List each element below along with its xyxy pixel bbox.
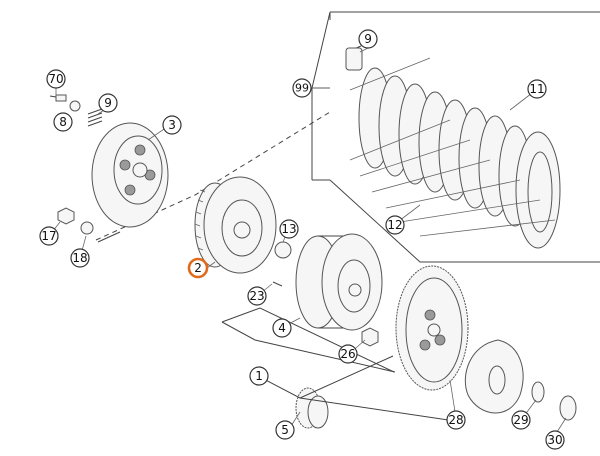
svg-text:13: 13	[281, 222, 296, 236]
callout-1: 1	[249, 366, 269, 386]
svg-text:99: 99	[295, 82, 309, 95]
spacer-and-bushing	[531, 381, 577, 421]
svg-text:18: 18	[72, 251, 87, 265]
svg-text:12: 12	[387, 218, 402, 232]
kickstart-gear	[295, 387, 329, 429]
callout-2[interactable]: 2	[187, 257, 209, 279]
svg-text:29: 29	[513, 413, 528, 427]
svg-text:28: 28	[448, 413, 463, 427]
callout-17: 17	[39, 226, 59, 246]
outer-clutch-basket	[295, 233, 383, 331]
callout-18: 18	[70, 248, 90, 268]
callout-13: 13	[279, 219, 299, 239]
screw-23	[272, 281, 283, 287]
svg-text:70: 70	[48, 72, 63, 86]
clutch-spring-top	[345, 45, 363, 71]
primary-gear	[395, 265, 469, 391]
callout-99: 99	[292, 78, 312, 98]
svg-text:17: 17	[41, 229, 56, 243]
screw-and-spring	[49, 94, 103, 127]
callout-70: 70	[46, 69, 66, 89]
callout-28: 28	[446, 410, 466, 430]
callout-30: 30	[545, 430, 565, 450]
callout-4: 4	[272, 318, 292, 338]
svg-text:1: 1	[255, 369, 263, 383]
svg-text:2: 2	[194, 261, 202, 275]
svg-text:9: 9	[364, 32, 372, 46]
svg-text:9: 9	[104, 96, 112, 110]
plate-kit-box	[311, 11, 600, 263]
svg-text:4: 4	[278, 321, 286, 335]
callout-3: 3	[162, 115, 182, 135]
nut-washer	[57, 207, 94, 235]
callout-26: 26	[338, 344, 358, 364]
thrust-washer	[274, 241, 292, 259]
callout-29: 29	[511, 410, 531, 430]
inner-clutch-hub	[194, 176, 277, 274]
svg-text:8: 8	[59, 115, 67, 129]
callout-12: 12	[385, 215, 405, 235]
callout-8: 8	[53, 112, 73, 132]
pressure-plate	[91, 122, 169, 228]
callout-9b: 9	[98, 93, 118, 113]
clutch-plates-stack	[349, 57, 561, 249]
callout-11: 11	[527, 79, 547, 99]
svg-text:11: 11	[529, 82, 544, 96]
svg-text:26: 26	[340, 347, 355, 361]
damper-plate	[464, 339, 524, 414]
callout-23: 23	[247, 286, 267, 306]
callout-9: 9	[358, 29, 378, 49]
svg-text:3: 3	[168, 118, 176, 132]
svg-text:23: 23	[249, 289, 264, 303]
svg-text:5: 5	[281, 423, 289, 437]
svg-text:30: 30	[547, 433, 562, 447]
nut-26	[361, 327, 379, 347]
callout-5: 5	[275, 420, 295, 440]
